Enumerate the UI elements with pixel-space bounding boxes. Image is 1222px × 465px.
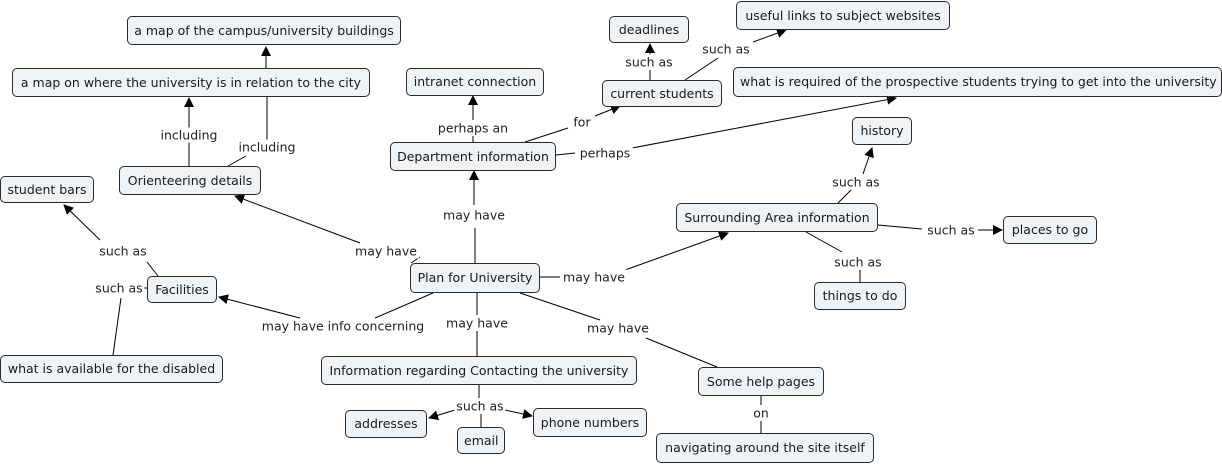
link-may-have-to-orienteering [234, 194, 361, 244]
label-such-as-disabled: such as [93, 280, 145, 296]
link-info-to-facilities [218, 294, 301, 319]
link-may-have-to-help [645, 337, 718, 368]
label-perhaps-an: perhaps an [435, 120, 511, 136]
label-may-have-orienteering: may have [353, 243, 419, 259]
link-such-as-to-history [862, 147, 874, 175]
node-help[interactable]: Some help pages [698, 367, 824, 396]
label-for: for [571, 114, 593, 130]
link-such-as-to-disabled [112, 297, 122, 356]
link-such-as-to-links [752, 28, 787, 43]
link-current-such-as-links [684, 57, 719, 81]
node-city-map[interactable]: a map on where the university is in rela… [12, 68, 370, 97]
node-facilities[interactable]: Facilities [147, 276, 217, 303]
link-for-to-current [594, 104, 621, 117]
label-may-have-surrounding: may have [561, 269, 627, 285]
link-department-for [524, 127, 569, 143]
node-plan[interactable]: Plan for University [410, 263, 540, 293]
node-email[interactable]: email [457, 427, 505, 454]
node-student-bars[interactable]: student bars [0, 176, 94, 203]
label-such-as-deadlines: such as [623, 54, 675, 70]
label-such-as-bars: such as [97, 243, 149, 259]
link-such-as-to-addresses [428, 409, 456, 421]
link-plan-to-help-label [519, 292, 601, 321]
link-department-perhaps [555, 152, 576, 156]
link-orienteering-including-right [227, 155, 247, 167]
node-campus-map[interactable]: a map of the campus/university buildings [127, 16, 401, 45]
node-intranet[interactable]: intranet connection [406, 68, 544, 96]
node-useful-links[interactable]: useful links to subject websites [736, 1, 950, 30]
label-may-have-department: may have [441, 207, 507, 223]
link-surrounding-such-as-history [837, 189, 852, 204]
label-such-as-history: such as [830, 174, 882, 190]
node-disabled[interactable]: what is available for the disabled [0, 355, 223, 383]
node-department[interactable]: Department information [390, 142, 556, 171]
link-such-as-to-bars [63, 204, 101, 241]
label-may-have-info: may have info concerning [259, 318, 427, 334]
link-surrounding-such-as-places [877, 224, 923, 230]
label-including-left: including [158, 127, 220, 143]
node-places[interactable]: places to go [1003, 216, 1097, 244]
link-perhaps-to-prospective [631, 94, 897, 149]
node-surrounding[interactable]: Surrounding Area information [676, 203, 878, 232]
label-perhaps: perhaps [577, 145, 633, 161]
link-surrounding-such-as-things [805, 231, 843, 253]
node-things[interactable]: things to do [814, 282, 906, 310]
node-deadlines[interactable]: deadlines [609, 16, 689, 43]
label-such-as-links: such as [700, 41, 752, 57]
node-current-students[interactable]: current students [602, 80, 722, 107]
label-such-as-contact: such as [454, 398, 506, 414]
node-addresses[interactable]: addresses [345, 410, 427, 438]
label-may-have-help: may have [585, 320, 651, 336]
node-orienteering[interactable]: Orienteering details [119, 166, 261, 195]
label-such-as-places: such as [925, 222, 977, 238]
node-prospective[interactable]: what is required of the prospective stud… [733, 67, 1222, 97]
node-history[interactable]: history [852, 117, 912, 145]
label-may-have-contacting: may have [444, 315, 510, 331]
link-facilities-such-as-bars [146, 261, 159, 277]
label-such-as-things: such as [832, 254, 884, 270]
label-including-right: including [236, 139, 298, 155]
link-may-have-to-surrounding [624, 231, 729, 271]
link-plan-to-info-label [374, 292, 434, 319]
label-on: on [751, 405, 771, 421]
node-navigating[interactable]: navigating around the site itself [656, 433, 874, 463]
node-phone[interactable]: phone numbers [533, 408, 647, 437]
link-such-as-to-phone [504, 409, 533, 419]
node-contacting[interactable]: Information regarding Contacting the uni… [321, 356, 637, 385]
